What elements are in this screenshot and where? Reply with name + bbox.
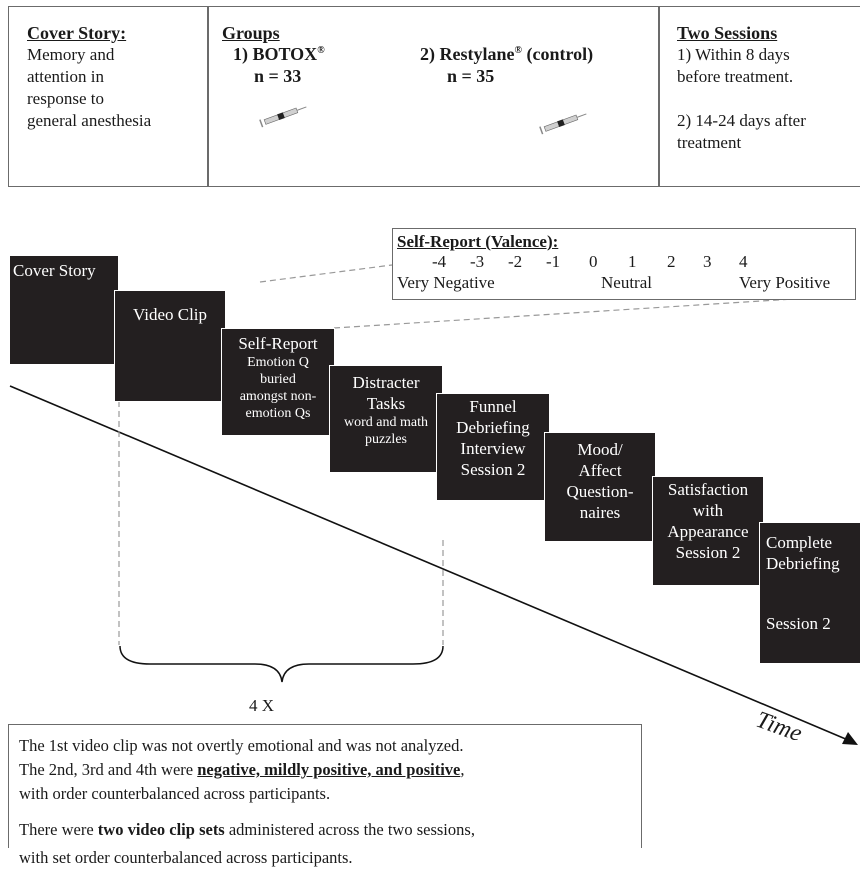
cover-story-line: attention in — [27, 67, 104, 86]
self-report-scale-box: Self-Report (Valence): -4 -3 -2 -1 0 1 2… — [392, 228, 856, 300]
step-label — [766, 574, 860, 595]
step-cover-story: Cover Story — [9, 255, 119, 365]
note-emphasis: two video clip sets — [97, 820, 225, 839]
step-sublabel: emotion Qs — [245, 406, 311, 421]
step-label: Tasks — [366, 394, 406, 413]
syringe-icon — [259, 106, 307, 128]
group-1-label: 1) BOTOX® — [233, 43, 325, 65]
step-label: Video Clip — [132, 305, 208, 324]
group-2-prefix: 2) Restylane — [420, 44, 515, 64]
group-2-label: 2) Restylane® (control) — [420, 43, 593, 65]
dashed-guide — [333, 294, 857, 329]
scale-number: -1 — [546, 252, 561, 271]
step-label: Session 2 — [766, 614, 831, 633]
note-text: with set order counterbalanced across pa… — [19, 848, 353, 867]
step-sublabel: buried — [260, 372, 296, 387]
step-sublabel: word and math — [344, 415, 428, 430]
sessions-line: 2) 14-24 days after — [677, 111, 806, 130]
step-label: Cover Story — [13, 261, 96, 280]
top-info-panel — [8, 6, 860, 187]
cover-story-line: general anesthesia — [27, 111, 152, 130]
scale-heading: Self-Report (Valence): — [397, 232, 559, 251]
cover-story-section: Cover Story: Memory and attention in res… — [27, 22, 205, 132]
sessions-section: Two Sessions 1) Within 8 days before tre… — [677, 22, 857, 154]
timeline-line — [9, 385, 849, 741]
scale-anchor-right: Very Positive — [739, 273, 831, 292]
group-1-n: n = 33 — [254, 66, 302, 86]
note-text: with order counterbalanced across partic… — [19, 784, 331, 803]
panel-divider-2 — [658, 6, 660, 187]
note-text: administered across the two sessions, — [224, 820, 475, 839]
step-label: Mood/ — [577, 440, 623, 459]
notes-box: The 1st video clip was not overtly emoti… — [8, 724, 642, 867]
step-sublabel: Emotion Q — [247, 355, 309, 370]
cover-story-heading: Cover Story: — [27, 23, 127, 43]
scale-anchor-mid: Neutral — [601, 273, 652, 292]
step-label: Funnel — [469, 397, 517, 416]
note-text: There were — [19, 820, 98, 839]
note-line: There were two video clip sets administe… — [19, 818, 641, 842]
sessions-heading: Two Sessions — [677, 23, 778, 43]
scale-number: -4 — [432, 252, 447, 271]
step-video-clip: Video Clip — [114, 290, 226, 402]
scale-anchor-left: Very Negative — [397, 273, 495, 292]
step-label: with — [692, 501, 724, 520]
note-emphasis: negative, mildly positive, and positive — [197, 760, 461, 779]
registered-mark: ® — [514, 45, 522, 56]
step-complete-debriefing: Complete Debriefing Session 2 — [759, 522, 860, 664]
group-2-suffix: (control) — [521, 44, 594, 64]
groups-heading: Groups — [222, 23, 280, 43]
scale-number: 4 — [739, 252, 748, 271]
diagram-lines — [9, 106, 858, 745]
note-line: with set order counterbalanced across pa… — [19, 846, 641, 870]
repeat-count-label: 4 X — [249, 696, 275, 715]
sessions-line: treatment — [677, 133, 742, 152]
step-label: Interview — [460, 439, 526, 458]
scale-number: 3 — [703, 252, 712, 271]
step-sublabel: amongst non- — [239, 389, 317, 404]
note-text: , — [460, 760, 465, 779]
step-mood-affect: Mood/ Affect Question- naires — [544, 432, 656, 542]
group-1-name: 1) BOTOX — [233, 44, 318, 64]
scale-number: 2 — [667, 252, 676, 271]
cover-story-line: response to — [27, 89, 104, 108]
cover-story-line: Memory and — [27, 45, 115, 64]
step-funnel-debriefing: Funnel Debriefing Interview Session 2 — [436, 393, 550, 501]
scale-number: -3 — [470, 252, 485, 271]
step-label: Distracter — [352, 373, 420, 392]
scale-number: -2 — [508, 252, 523, 271]
step-label: Session 2 — [675, 543, 741, 562]
note-line — [19, 806, 641, 818]
step-label: naires — [579, 503, 621, 522]
repeat-brace — [119, 645, 444, 683]
step-satisfaction: Satisfaction with Appearance Session 2 — [652, 476, 764, 586]
step-distracter-tasks: Distracter Tasks word and math puzzles — [329, 365, 443, 473]
group-2-n: n = 35 — [447, 66, 495, 86]
dashed-guide — [259, 264, 393, 283]
sessions-line: before treatment. — [677, 67, 794, 86]
registered-mark: ® — [317, 45, 325, 56]
step-label: Self-Report — [238, 334, 318, 353]
panel-divider-1 — [207, 6, 209, 187]
scale-number: 1 — [628, 252, 637, 271]
note-line: The 2nd, 3rd and 4th were negative, mild… — [19, 758, 641, 782]
note-line: with order counterbalanced across partic… — [19, 782, 641, 806]
step-label: Affect — [578, 461, 622, 480]
syringe-icon — [539, 113, 587, 135]
step-sublabel: puzzles — [365, 432, 407, 447]
step-label: Debriefing — [766, 554, 840, 573]
timeline-arrowhead — [842, 732, 858, 745]
step-self-report: Self-Report Emotion Q buried amongst non… — [221, 328, 335, 436]
note-text: The 1st video clip was not overtly emoti… — [19, 736, 464, 755]
step-label: Complete — [766, 533, 833, 552]
scale-number: 0 — [589, 252, 598, 271]
step-label: Session 2 — [460, 460, 526, 479]
step-label: Question- — [566, 482, 634, 501]
sessions-line: 1) Within 8 days — [677, 45, 790, 64]
step-label: Appearance — [667, 522, 749, 541]
note-text: The 2nd, 3rd and 4th were — [19, 760, 198, 779]
note-line: The 1st video clip was not overtly emoti… — [19, 734, 641, 758]
step-label: Debriefing — [456, 418, 530, 437]
step-label: Satisfaction — [667, 480, 749, 499]
